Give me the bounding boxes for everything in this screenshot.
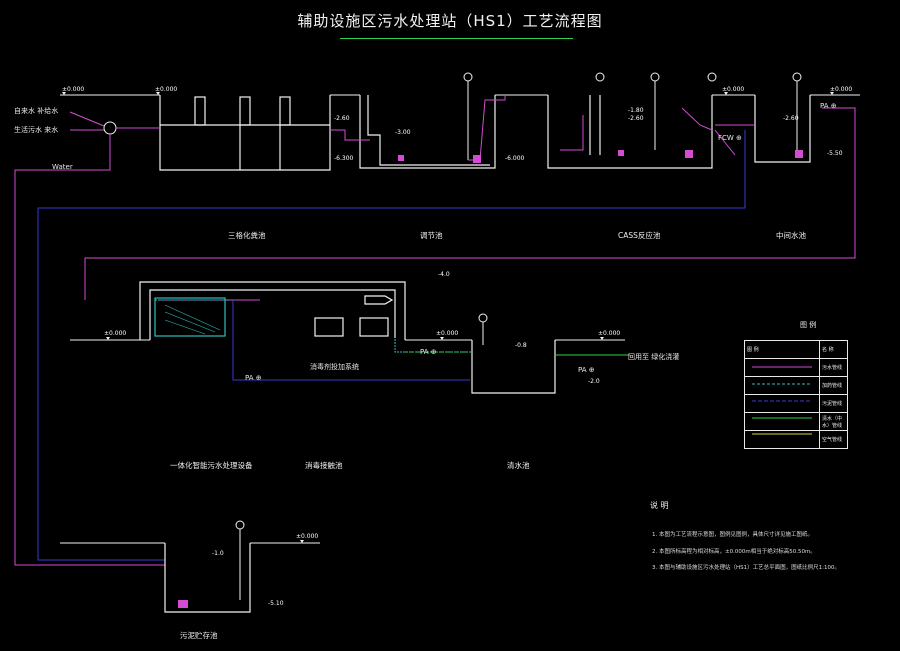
elev-m2: -6.300 (334, 155, 354, 162)
cass-tank (547, 95, 713, 169)
elev-6: ±0.000 (436, 330, 459, 337)
sludge-lines (37, 130, 746, 561)
reuse-lines (405, 351, 630, 356)
legend-row-4: 清水（中水）管线 (819, 412, 848, 431)
caption-clear: 清水池 (507, 461, 530, 470)
label-inlet1: 自来水 补给水 (14, 107, 59, 115)
label-fcw: FCW ⊕ (718, 134, 742, 142)
elev-4: ±0.000 (830, 86, 853, 93)
elev-m13: -3.00 (395, 129, 411, 136)
legend-row-5: 空气管线 (819, 430, 848, 449)
legend-row-2: 加药管线 (819, 376, 848, 395)
note-3: 3. 本图与辅助设施区污水处理站（HS1）工艺总平面图，图纸比例尺1:100。 (652, 565, 840, 571)
label-dose: 消毒剂投加系统 (310, 363, 359, 371)
elev-m12: -5.10 (268, 600, 284, 607)
caption-reuse: 中间水池 (776, 231, 806, 240)
dosing-lines (155, 299, 472, 353)
label-pa-top: PA ⊕ (820, 102, 837, 110)
elev-8: ±0.000 (296, 533, 319, 540)
regulating-tank (359, 95, 496, 169)
legend-row-3: 污泥管线 (819, 394, 848, 413)
diagram-title: 辅助设施区污水处理站（HS1）工艺流程图 (297, 12, 603, 30)
elev-2: ±0.000 (155, 86, 178, 93)
elev-m3: -6.000 (505, 155, 525, 162)
pumps (178, 150, 803, 608)
elev-1: ±0.000 (62, 86, 85, 93)
label-pa-mid: PA ⊕ (420, 348, 437, 356)
integrated-equipment-building (139, 281, 406, 340)
label-outlet: 回用至 绿化浇灌 (628, 353, 680, 361)
elev-m7: -2.60 (628, 115, 644, 122)
title-underline (340, 38, 573, 39)
caption-cass: CASS反应池 (618, 231, 661, 240)
sludge-storage-tank (164, 543, 251, 613)
caption-regulating: 调节池 (420, 231, 443, 240)
septic-tank (159, 95, 331, 171)
elev-m11: -1.0 (212, 550, 224, 557)
legend-header-symbol: 图 例 (744, 340, 820, 359)
legend-header-name: 名 称 (819, 340, 848, 359)
legend-title: 图 例 (800, 321, 817, 329)
elev-3: ±0.000 (722, 86, 745, 93)
elev-m4: -2.60 (783, 115, 799, 122)
note-2: 2. 本图所标高程为相对标高，±0.000m相当于绝对标高50.50m。 (652, 549, 816, 555)
level-markers (62, 92, 834, 543)
legend-table: 图 例名 称 污水管线 加药管线 污泥管线 清水（中水）管线 空气管线 (744, 340, 848, 449)
ground-lines (60, 94, 860, 544)
caption-sludge: 污泥贮存池 (180, 631, 218, 640)
notes-title: 说 明 (650, 501, 669, 510)
label-pa-bottom: PA ⊕ (245, 374, 262, 382)
elev-m10: -2.0 (588, 378, 600, 385)
caption-septic: 三格化粪池 (228, 231, 266, 240)
caption-disinfect: 消毒接触池 (305, 461, 343, 470)
filter-media (164, 304, 221, 335)
legend-row-1: 污水管线 (819, 358, 848, 377)
elev-m1: -2.60 (334, 115, 350, 122)
elev-m9: -0.8 (515, 342, 527, 349)
reuse-tank (754, 95, 811, 163)
label-water: Water (52, 163, 73, 171)
mixers (103, 72, 802, 600)
label-inlet2: 生活污水 来水 (14, 126, 59, 134)
elev-5: ±0.000 (104, 330, 127, 337)
elev-m8: -4.0 (438, 271, 450, 278)
elev-m6: -1.80 (628, 107, 644, 114)
caption-integrated: 一体化智能污水处理设备 (170, 461, 253, 470)
elev-7: ±0.000 (598, 330, 621, 337)
note-1: 1. 本图为工艺流程示意图，图例见图例，具体尺寸详见施工图纸。 (652, 532, 813, 538)
elev-m5: -5.50 (827, 150, 843, 157)
label-pa-reuse: PA ⊕ (578, 366, 595, 374)
clear-water-tank (471, 340, 556, 394)
